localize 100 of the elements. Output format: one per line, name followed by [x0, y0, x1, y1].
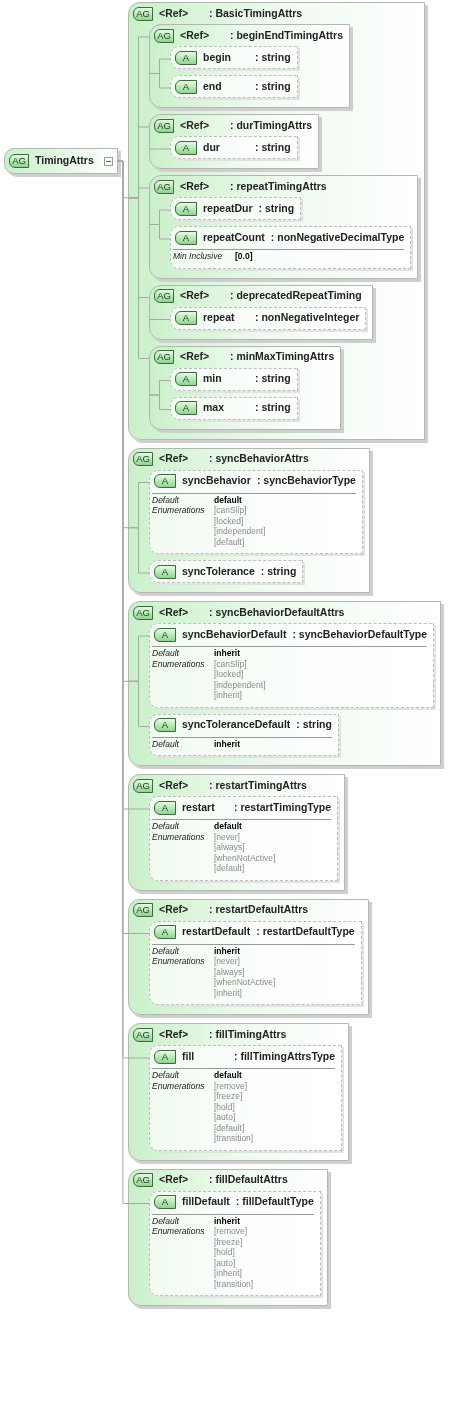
attribute-box	[149, 1190, 321, 1296]
group-badge: AG	[9, 154, 29, 168]
attribute-group-box	[128, 447, 370, 593]
attribute-name: restartDefault	[182, 924, 251, 940]
type-name: : string	[255, 78, 291, 94]
attribute-box	[149, 796, 339, 881]
group-badge: AG	[154, 289, 174, 303]
attribute-badge: A	[175, 230, 197, 245]
attribute-badge: A	[175, 140, 197, 155]
facet-labels: Default Enumerations	[152, 648, 206, 671]
attribute-name: syncToleranceDefault	[182, 717, 291, 733]
attribute-group-box	[149, 284, 374, 340]
group-badge: AG	[133, 452, 153, 466]
attribute-badge: A	[175, 201, 197, 216]
attribute-name: min	[203, 371, 223, 387]
attribute-name: begin	[203, 49, 232, 65]
type-name: : minMaxTimingAttrs	[230, 349, 335, 365]
type-name: : syncBehaviorAttrs	[209, 451, 309, 467]
ref-label: <Ref>	[180, 27, 211, 43]
connector-line	[127, 527, 150, 574]
group-badge: AG	[154, 118, 174, 133]
ref-label: <Ref>	[180, 288, 211, 304]
attribute-group-box	[128, 601, 442, 766]
attribute-group-box	[128, 1023, 350, 1161]
type-name: : durTimingAttrs	[230, 117, 313, 133]
attribute-box	[170, 75, 298, 98]
attribute-badge: A	[175, 79, 197, 94]
type-name: : restartDefaultType	[256, 924, 355, 940]
attribute-box	[170, 306, 367, 330]
type-name: : nonNegativeDecimalType	[270, 229, 405, 245]
attribute-name: repeat	[203, 310, 236, 326]
attribute-box	[149, 623, 435, 708]
attribute-badge: A	[154, 627, 176, 642]
facet-labels: Default	[152, 738, 180, 749]
group-badge: AG	[154, 350, 174, 364]
ref-label: <Ref>	[180, 117, 211, 133]
facet-labels: Default Enumerations	[152, 494, 206, 517]
ref-label: <Ref>	[159, 5, 190, 21]
group-badge: AG	[133, 605, 153, 620]
attribute-box	[170, 367, 298, 391]
type-name: : repeatTimingAttrs	[230, 178, 327, 194]
attribute-name: dur	[203, 139, 221, 155]
attribute-box	[170, 197, 302, 220]
ref-label: <Ref>	[159, 604, 190, 620]
attribute-group-box	[149, 24, 350, 108]
facet-values: inherit	[214, 738, 241, 749]
connector-line	[148, 148, 171, 150]
attribute-badge: A	[175, 372, 197, 386]
type-name: : syncBehaviorDefaultType	[292, 626, 428, 642]
attribute-badge: A	[175, 311, 197, 325]
ref-label: TimingAttrs	[35, 153, 94, 169]
group-badge: AG	[133, 1173, 153, 1187]
connector-line	[127, 1057, 150, 1059]
attribute-badge: A	[175, 401, 197, 415]
attribute-badge: A	[154, 564, 176, 579]
type-name: : beginEndTimingAttrs	[230, 27, 343, 43]
attribute-badge: A	[154, 1049, 176, 1064]
attribute-group-box	[128, 2, 426, 440]
facet-labels: Default Enumerations	[152, 821, 206, 844]
ref-label: <Ref>	[159, 451, 190, 467]
attribute-group-box	[149, 345, 342, 430]
attribute-name: end	[203, 78, 223, 94]
attribute-badge: A	[154, 474, 176, 488]
facet-values: inherit [canSlip] [locked] [independent] [inherit]	[214, 648, 267, 701]
attribute-name: syncTolerance	[182, 563, 255, 579]
attribute-box	[149, 1045, 343, 1151]
connector-line	[127, 1203, 150, 1204]
type-name: : syncBehaviorDefaultAttrs	[209, 604, 345, 620]
attribute-badge: A	[154, 1195, 176, 1209]
attribute-badge: A	[154, 718, 176, 732]
type-name: : string	[260, 563, 297, 579]
attribute-name: repeatCount	[203, 229, 265, 245]
connector-line	[148, 73, 171, 89]
connector-line	[127, 680, 150, 727]
connector-line	[127, 197, 150, 359]
attribute-box	[170, 46, 298, 69]
facet-values: default [canSlip] [locked] [independent] [default]	[214, 494, 267, 547]
attribute-name: syncBehavior	[182, 473, 251, 489]
facet-labels: Default Enumerations	[152, 1215, 206, 1238]
facet-values: default [remove] [freeze] [hold] [auto] [default] [transition]	[214, 1070, 255, 1144]
type-name: : fillDefaultType	[235, 1194, 314, 1210]
connector-line	[148, 224, 171, 240]
attribute-box	[149, 469, 363, 554]
facet-values: [0.0]	[235, 251, 254, 262]
attribute-badge: A	[154, 925, 176, 939]
type-name: : string	[255, 400, 291, 416]
facet-values: default [never] [always] [whenNotActive] [default]	[214, 821, 277, 874]
attribute-box	[170, 136, 298, 159]
facet-labels: Default Enumerations	[152, 945, 206, 968]
type-name: : string	[255, 49, 291, 65]
attribute-group-box	[149, 175, 419, 279]
type-name: : syncBehaviorType	[256, 473, 356, 489]
attribute-name: restart	[182, 799, 216, 815]
type-name: : fillDefaultAttrs	[209, 1172, 288, 1188]
attribute-group-box	[128, 1168, 328, 1306]
type-name: : BasicTimingAttrs	[209, 5, 303, 21]
attribute-name: fillDefault	[182, 1194, 230, 1210]
attribute-group-box	[128, 774, 346, 891]
connector-line	[127, 933, 150, 934]
group-badge: AG	[133, 778, 153, 793]
